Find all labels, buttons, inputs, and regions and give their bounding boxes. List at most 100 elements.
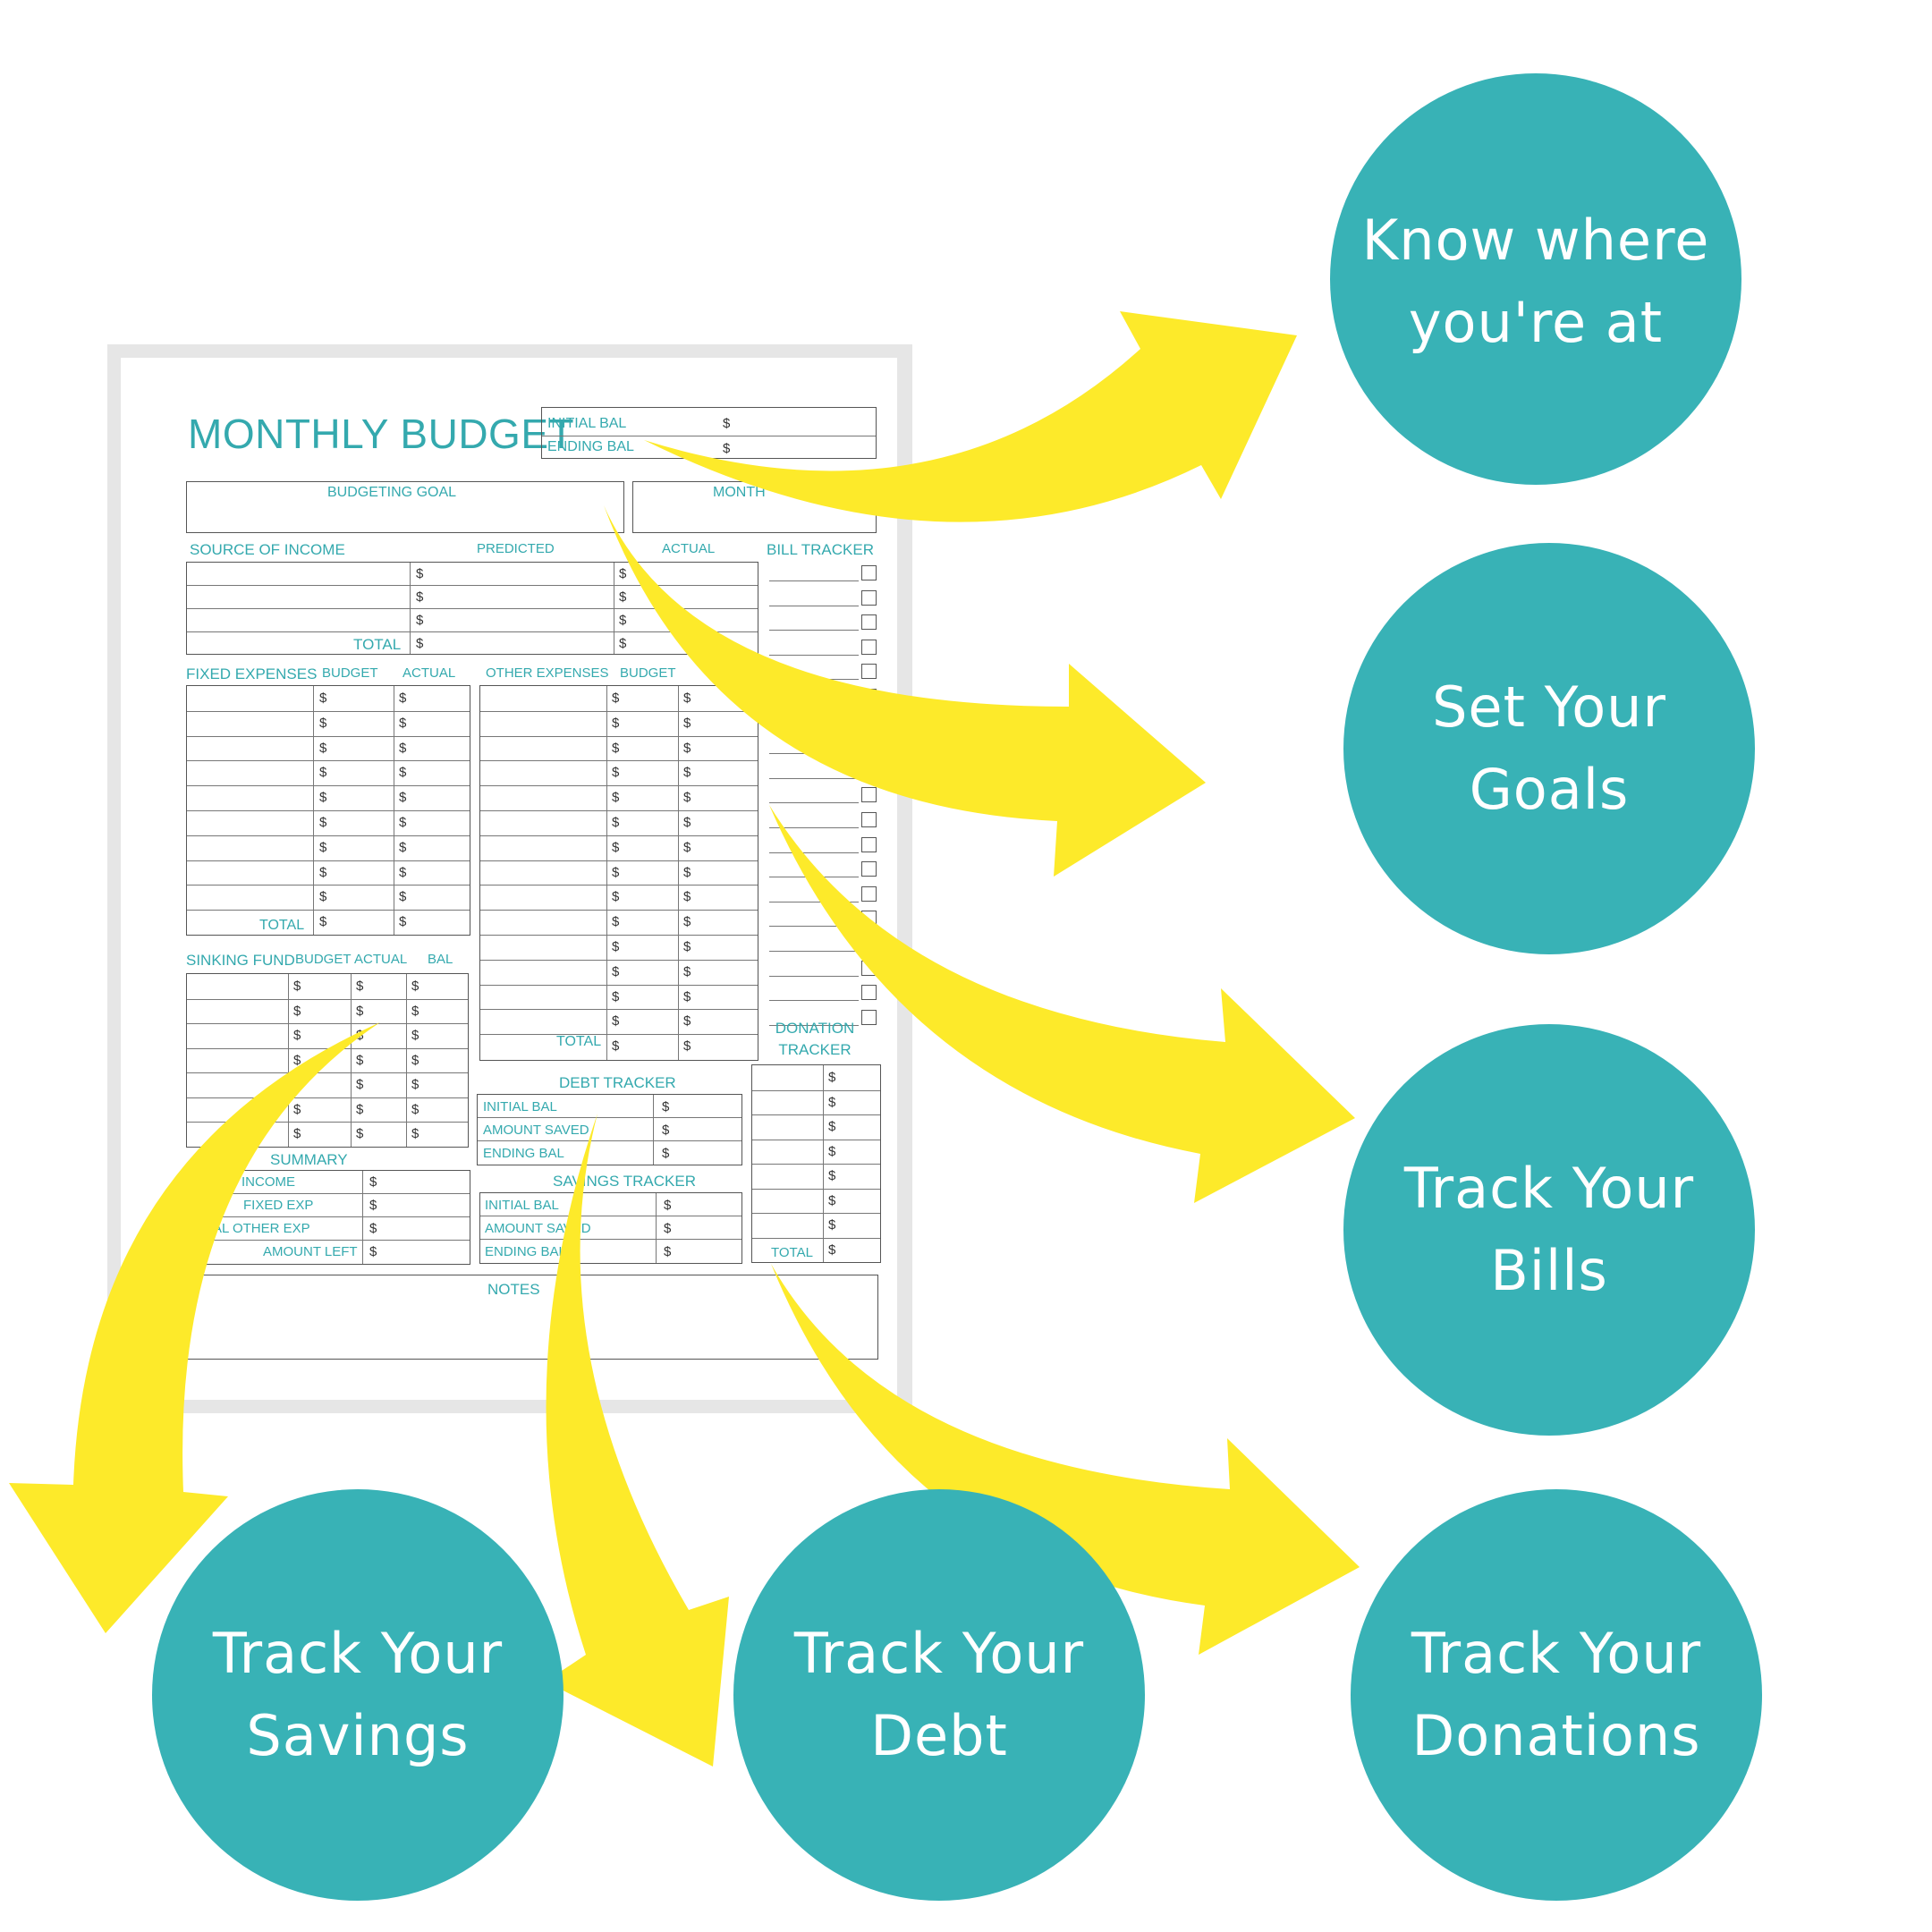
dollar-sign: $ — [319, 765, 327, 781]
dollar-sign: $ — [356, 1052, 364, 1068]
dollar-sign: $ — [319, 914, 327, 930]
dollar-sign: $ — [683, 1013, 691, 1030]
dollar-sign: $ — [683, 963, 691, 979]
feature-label-know: Know where you're at — [1361, 208, 1710, 355]
dollar-sign: $ — [416, 566, 424, 581]
dollar-sign: $ — [619, 636, 627, 651]
dollar-sign: $ — [612, 815, 620, 830]
dollar-sign: $ — [619, 589, 627, 605]
dollar-sign: $ — [399, 765, 407, 781]
budget-sheet — [121, 358, 897, 1400]
dollar-sign: $ — [319, 691, 327, 706]
dollar-sign: $ — [683, 740, 691, 756]
dollar-sign: $ — [319, 839, 327, 855]
savings-amount-saved: AMOUNT SAVED — [485, 1221, 591, 1236]
dollar-sign: $ — [293, 1101, 301, 1117]
dollar-sign: $ — [612, 1038, 620, 1055]
dollar-sign: $ — [723, 441, 731, 456]
arrow-to-bills — [769, 805, 1355, 1203]
other-expenses-table — [479, 685, 758, 1061]
savings-tracker-label: SAVINGS TRACKER — [553, 1173, 696, 1190]
feature-circle-debt: Track Your Debt — [733, 1489, 1145, 1901]
dollar-sign: $ — [612, 864, 620, 880]
bill-checkbox[interactable] — [861, 861, 877, 877]
dollar-sign: $ — [828, 1192, 836, 1208]
dollar-sign: $ — [399, 715, 407, 731]
dollar-sign: $ — [612, 914, 620, 930]
dollar-sign: $ — [612, 988, 620, 1004]
dollar-sign: $ — [683, 815, 691, 830]
dollar-sign: $ — [664, 1198, 672, 1213]
dollar-sign: $ — [612, 715, 620, 731]
dollar-sign: $ — [356, 979, 364, 994]
bill-checkbox[interactable] — [861, 664, 877, 680]
bill-checkbox[interactable] — [861, 836, 877, 852]
budgeting-goal-label: BUDGETING GOAL — [327, 485, 457, 500]
arrow-to-savings — [9, 1022, 380, 1633]
source-of-income-label: SOURCE OF INCOME — [190, 541, 345, 558]
bill-checkbox[interactable] — [861, 589, 877, 606]
arrow-to-debt — [546, 1114, 729, 1767]
dollar-sign: $ — [416, 613, 424, 628]
feature-label-savings: Track Your Savings — [212, 1621, 504, 1768]
dollar-sign: $ — [319, 715, 327, 731]
debt-tracker-label: DEBT TRACKER — [559, 1074, 676, 1091]
dollar-sign: $ — [683, 790, 691, 806]
feature-label-donations: Track Your Donations — [1411, 1621, 1702, 1768]
feature-circle-goals: Set Your Goals — [1343, 543, 1755, 954]
donation-tracker-table — [751, 1064, 881, 1263]
debt-ending-bal: ENDING BAL — [483, 1146, 564, 1161]
dollar-sign: $ — [399, 889, 407, 905]
dollar-sign: $ — [828, 1241, 836, 1258]
sinking-fund-table — [186, 973, 469, 1148]
dollar-sign: $ — [828, 1070, 836, 1085]
dollar-sign: $ — [612, 740, 620, 756]
dollar-sign: $ — [356, 1077, 364, 1092]
dollar-sign: $ — [683, 914, 691, 930]
dollar-sign: $ — [828, 1119, 836, 1134]
dollar-sign: $ — [683, 715, 691, 731]
dollar-sign: $ — [293, 979, 301, 994]
budgeting-goal-box — [186, 481, 624, 533]
dollar-sign: $ — [399, 839, 407, 855]
dollar-sign: $ — [399, 815, 407, 830]
bill-checkbox[interactable] — [861, 1009, 877, 1025]
donation-tracker-label: DONATION TRACKER — [775, 1020, 855, 1058]
debt-amount-saved: AMOUNT SAVED — [483, 1123, 589, 1138]
sinking-fund-label: SINKING FUND — [186, 952, 295, 969]
dollar-sign: $ — [828, 1143, 836, 1159]
bill-checkbox[interactable] — [861, 886, 877, 902]
income-total-label: TOTAL — [353, 636, 402, 653]
dollar-sign: $ — [683, 839, 691, 855]
month-label: MONTH — [713, 485, 766, 500]
arrow-to-know — [644, 311, 1297, 522]
bill-checkbox[interactable] — [861, 787, 877, 803]
dollar-sign: $ — [369, 1198, 377, 1213]
dollar-sign: $ — [293, 1003, 301, 1019]
initial-bal-label: INITIAL BAL — [547, 416, 627, 431]
dollar-sign: $ — [319, 864, 327, 880]
dollar-sign: $ — [411, 1077, 419, 1092]
dollar-sign: $ — [664, 1221, 672, 1236]
dollar-sign: $ — [683, 988, 691, 1004]
savings-tracker-table — [479, 1192, 742, 1264]
dollar-sign: $ — [683, 691, 691, 706]
dollar-sign: $ — [723, 416, 731, 431]
summary-label: SUMMARY — [270, 1151, 348, 1168]
fixed-expenses-label: FIXED EXPENSES — [186, 665, 318, 682]
dollar-sign: $ — [619, 613, 627, 628]
ending-bal-label: ENDING BAL — [547, 439, 634, 454]
other-budget-label: BUDGET — [620, 665, 676, 681]
bill-checkbox[interactable] — [861, 565, 877, 580]
dollar-sign: $ — [411, 1101, 419, 1117]
bill-checkbox[interactable] — [861, 985, 877, 1001]
bill-checkbox[interactable] — [861, 639, 877, 655]
sinking-actual-label: ACTUAL — [354, 952, 408, 967]
bill-checkbox[interactable] — [861, 614, 877, 631]
dollar-sign: $ — [612, 691, 620, 706]
dollar-sign: $ — [664, 1244, 672, 1259]
dollar-sign: $ — [411, 979, 419, 994]
bill-checkbox[interactable] — [861, 812, 877, 827]
dollar-sign: $ — [356, 1126, 364, 1141]
